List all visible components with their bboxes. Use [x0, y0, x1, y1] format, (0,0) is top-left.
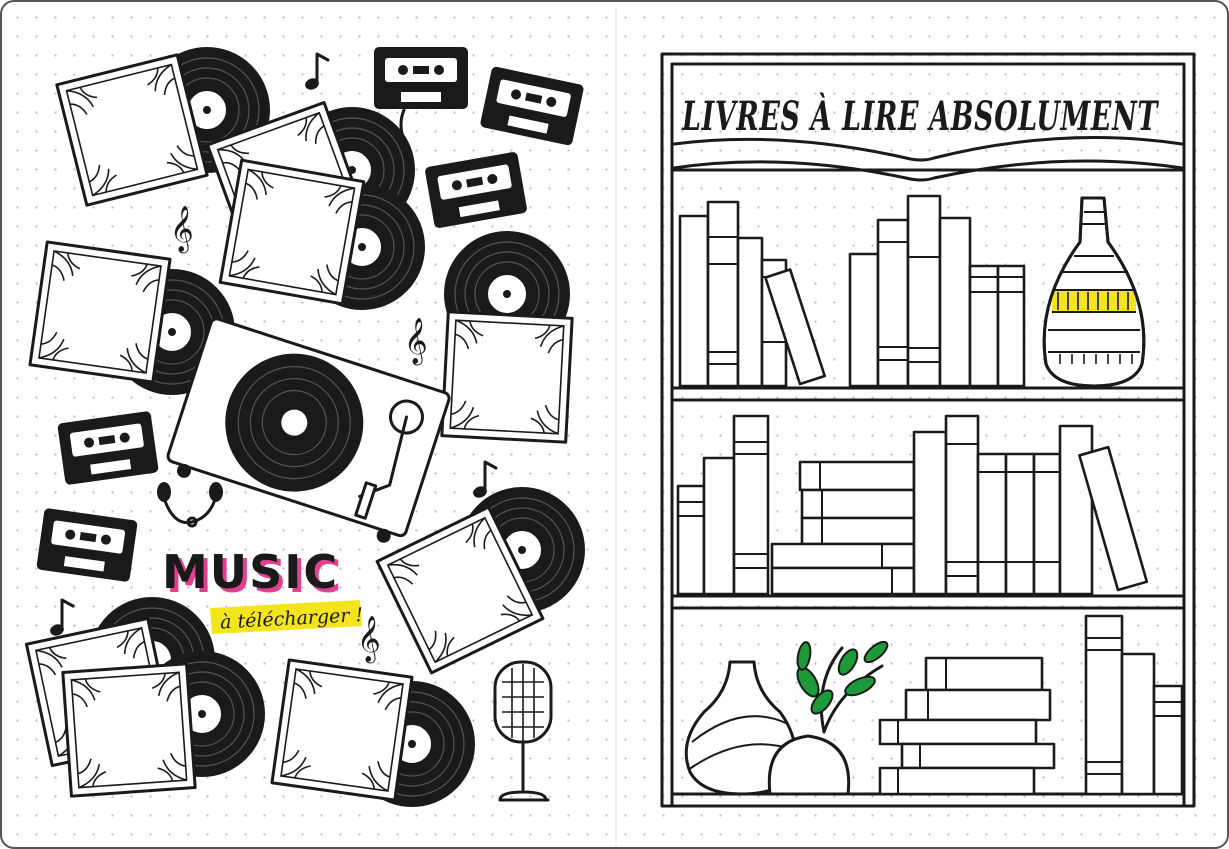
badge-title: MUSIC	[162, 545, 339, 599]
music-note-icon	[48, 598, 75, 638]
headphones-icon	[157, 482, 223, 528]
vase-icon	[1042, 196, 1146, 388]
record-sleeve	[218, 158, 366, 306]
cassette-tape-icon	[374, 47, 468, 109]
svg-text:𝄞: 𝄞	[357, 616, 381, 664]
record-sleeve	[270, 658, 414, 802]
music-note-icon	[303, 52, 330, 92]
svg-text:𝄞: 𝄞	[404, 318, 428, 366]
cassette-tape-icon	[57, 410, 159, 486]
record-sleeve	[61, 662, 197, 798]
tape-ribbon	[399, 108, 406, 142]
music-download-badge: MUSIC MUSIC à télécharger !	[162, 545, 364, 634]
record-sleeve	[440, 310, 574, 444]
shelf-compartment-1	[670, 168, 1186, 390]
record-sleeve	[28, 240, 172, 384]
treble-clef-icon: 𝄞 𝄞 𝄞	[170, 206, 428, 664]
microphone-icon	[493, 660, 553, 802]
left-page-illustrations: 𝄞 𝄞 𝄞 MUSIC MUSIC à télécharger !	[24, 47, 585, 807]
svg-text:𝄞: 𝄞	[170, 206, 194, 254]
shelf-title: LIVRES À LIRE ABSOLUMENT	[681, 93, 1159, 140]
badge-title-shadow: MUSIC	[166, 549, 343, 603]
cassette-tape-icon	[36, 507, 138, 583]
plant-icon	[767, 640, 889, 796]
turntable-icon	[166, 317, 451, 543]
highlight-swatch	[210, 600, 362, 634]
cassette-tape-icon	[424, 151, 528, 229]
bookshelf-icon: LIVRES À LIRE ABSOLUMENT	[660, 52, 1196, 808]
cassette-tape-icon	[479, 66, 585, 146]
shelf-compartment-2	[670, 398, 1186, 598]
music-note-icon	[471, 460, 498, 500]
